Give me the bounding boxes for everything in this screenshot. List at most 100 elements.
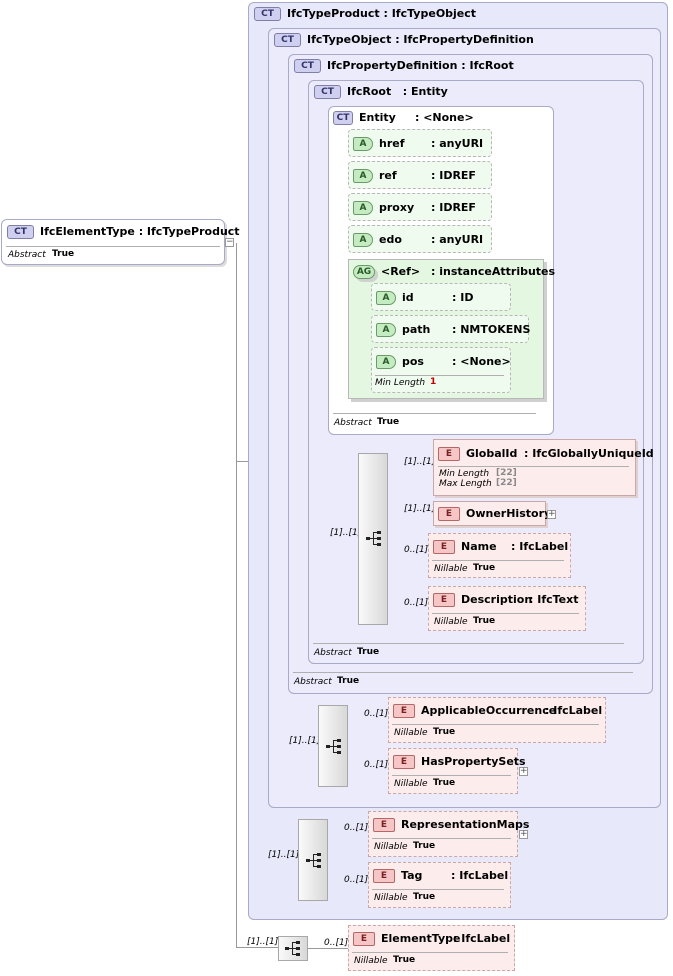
ct-badge-icon: CT xyxy=(274,33,301,47)
attribute-icon: A xyxy=(353,233,373,247)
expand-toggle-icon[interactable]: + xyxy=(519,766,528,776)
nillable-label: Nillable xyxy=(374,842,408,852)
expand-toggle-icon[interactable]: + xyxy=(519,829,528,839)
attribute-name: id xyxy=(402,291,414,304)
element-type: : IfcLabel xyxy=(453,932,511,945)
attribute-name: proxy xyxy=(379,201,415,214)
cardinality-label: 0..[1] xyxy=(344,875,369,885)
cardinality-label: [1]..[1] xyxy=(268,850,300,860)
prop-value: 1 xyxy=(430,377,437,387)
ct-header-entity: CT Entity : <None> xyxy=(333,111,474,125)
ct-name: IfcTypeObject xyxy=(307,33,392,46)
ct-badge-icon: CT xyxy=(333,111,353,125)
ct-badge-icon: CT xyxy=(7,225,34,239)
abstract-value: True xyxy=(337,676,360,686)
sequence-icon xyxy=(306,853,321,868)
element-type: : IfcLabel xyxy=(451,869,509,882)
attribute-name: href xyxy=(379,137,405,150)
attribute-icon: A xyxy=(353,169,373,183)
sequence-icon xyxy=(366,531,381,546)
cardinality-label: 0..[1] xyxy=(404,545,429,555)
attribute-type: : ID xyxy=(452,291,474,304)
element-name: HasPropertySets xyxy=(421,755,526,768)
element-name: ElementType xyxy=(381,932,461,945)
abstract-label: Abstract xyxy=(334,418,372,428)
attribute-name: path xyxy=(402,323,431,336)
collapse-toggle-icon[interactable]: − xyxy=(225,237,234,247)
abstract-value: True xyxy=(357,647,380,657)
nillable-value: True xyxy=(433,778,456,788)
element-icon: E xyxy=(433,593,455,607)
sequence-icon xyxy=(285,941,300,956)
nillable-value: True xyxy=(433,727,456,737)
nillable-value: True xyxy=(473,563,496,573)
element-type: : IfcText xyxy=(529,593,579,606)
attribute-icon: A xyxy=(353,137,373,151)
element-name: Tag xyxy=(401,869,423,882)
ct-badge-icon: CT xyxy=(294,59,321,73)
element-name: GlobalId xyxy=(466,447,518,460)
nillable-label: Nillable xyxy=(394,779,428,789)
abstract-label: Abstract xyxy=(294,677,332,687)
ct-name: Entity xyxy=(359,111,396,124)
sequence-icon xyxy=(326,739,341,754)
element-name: ApplicableOccurrence xyxy=(421,704,557,717)
ct-base: : <None> xyxy=(414,111,474,124)
element-icon: E xyxy=(438,447,460,461)
cardinality-label: 0..[1] xyxy=(364,709,389,719)
element-haspropertysets[interactable]: E HasPropertySets Nillable True xyxy=(388,748,526,794)
attribute-name: pos xyxy=(402,355,424,368)
attribute-group-name: <Ref> xyxy=(381,265,421,278)
attribute-type: : anyURI xyxy=(431,137,484,150)
nillable-value: True xyxy=(393,955,416,965)
attribute-type: : anyURI xyxy=(431,233,484,246)
prop-value: [22] xyxy=(496,478,517,488)
attribute-type: : IDREF xyxy=(431,201,476,214)
cardinality-label: 0..[1] xyxy=(324,938,349,948)
element-icon: E xyxy=(433,540,455,554)
element-name: OwnerHistory xyxy=(466,507,552,520)
element-icon: E xyxy=(393,755,415,769)
cardinality-label: [1]..[1] xyxy=(330,528,362,538)
attribute-icon: A xyxy=(353,201,373,215)
abstract-value: True xyxy=(52,249,75,259)
expand-toggle-icon[interactable]: + xyxy=(547,509,556,519)
cardinality-label: [1]..[1] xyxy=(404,504,436,514)
ct-name: IfcRoot xyxy=(347,85,392,98)
attribute-icon: A xyxy=(376,355,396,369)
ct-base: : Entity xyxy=(402,85,448,98)
prop-label: Min Length xyxy=(375,378,426,388)
nillable-label: Nillable xyxy=(374,893,408,903)
ct-name: IfcPropertyDefinition xyxy=(327,59,458,72)
abstract-value: True xyxy=(377,417,400,427)
ct-name: IfcTypeProduct xyxy=(287,7,380,20)
attribute-group-type: : instanceAttributes xyxy=(431,265,556,278)
nillable-label: Nillable xyxy=(354,956,388,966)
cardinality-label: 0..[1] xyxy=(364,760,389,770)
root-type-base: : IfcTypeProduct xyxy=(138,225,240,238)
element-icon: E xyxy=(373,818,395,832)
attribute-name: ref xyxy=(379,169,397,182)
attribute-type: : <None> xyxy=(452,355,511,368)
element-name: Name xyxy=(461,540,497,553)
element-icon: E xyxy=(373,869,395,883)
element-type: : IfcGloballyUniqueId xyxy=(524,447,654,460)
attribute-icon: A xyxy=(376,323,396,337)
